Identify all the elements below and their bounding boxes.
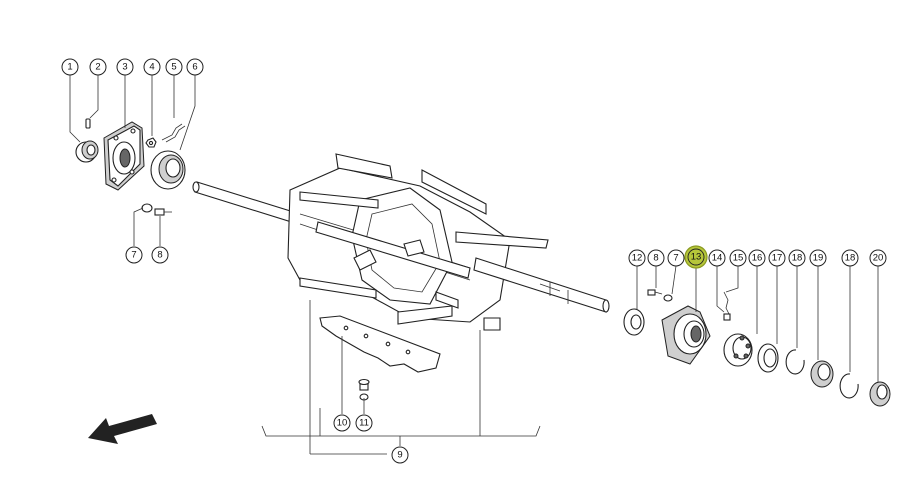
callout-11: 11 xyxy=(355,414,373,432)
callout-10: 10 xyxy=(333,414,351,432)
rotor-assembly xyxy=(192,153,610,331)
svg-text:7: 7 xyxy=(673,253,678,264)
part-7-washer xyxy=(141,203,153,213)
part-16-ball-bearing xyxy=(723,333,753,367)
part-18-circlip-b xyxy=(839,373,859,399)
part-8-bolt xyxy=(154,208,172,216)
svg-text:15: 15 xyxy=(733,253,744,264)
callout-9: 9 xyxy=(391,446,409,464)
part-13-bearing-housing xyxy=(661,305,711,365)
svg-text:2: 2 xyxy=(95,62,100,73)
svg-text:3: 3 xyxy=(122,62,127,73)
shaft-left xyxy=(194,181,301,225)
callout-17: 17 xyxy=(768,249,786,267)
paddle-blades xyxy=(299,153,549,331)
callout-8-left: 8 xyxy=(151,246,169,264)
callout-13-highlighted[interactable]: 13 xyxy=(684,245,708,269)
svg-text:11: 11 xyxy=(359,418,369,429)
svg-text:17: 17 xyxy=(772,253,783,264)
part-8-bolt-right xyxy=(647,289,663,296)
part-19-spacer-ring xyxy=(810,360,834,388)
callout-4: 4 xyxy=(143,58,161,76)
svg-text:8: 8 xyxy=(653,253,658,264)
callout-14: 14 xyxy=(708,249,726,267)
svg-text:4: 4 xyxy=(149,62,154,73)
direction-arrow-icon xyxy=(88,414,157,444)
callout-1: 1 xyxy=(61,58,79,76)
part-7-washer-right xyxy=(663,294,673,302)
part-4-nut xyxy=(145,137,157,148)
part-15-grease-fitting xyxy=(723,291,731,317)
svg-text:13: 13 xyxy=(691,252,702,263)
left-bearing-assembly xyxy=(75,118,186,216)
leader-lines xyxy=(69,75,879,455)
svg-text:18: 18 xyxy=(792,253,803,264)
svg-text:8: 8 xyxy=(157,250,162,261)
part-3-flange-plate xyxy=(103,121,145,191)
callout-16: 16 xyxy=(748,249,766,267)
part-10-knife-strip xyxy=(319,315,441,373)
callout-18-b: 18 xyxy=(841,249,859,267)
callout-20: 20 xyxy=(869,249,887,267)
svg-text:16: 16 xyxy=(752,253,763,264)
svg-text:12: 12 xyxy=(632,253,643,264)
svg-text:18: 18 xyxy=(845,253,856,264)
part-2-key xyxy=(85,118,91,129)
part-1-bearing-ring xyxy=(75,140,99,163)
part-5-grease-fitting xyxy=(161,123,186,143)
callout-7-left: 7 xyxy=(125,246,143,264)
callout-15: 15 xyxy=(729,249,747,267)
callout-5: 5 xyxy=(165,58,183,76)
svg-text:19: 19 xyxy=(813,253,824,264)
callout-2: 2 xyxy=(89,58,107,76)
callout-7-right: 7 xyxy=(667,249,685,267)
part-12-seal xyxy=(623,308,645,336)
svg-text:6: 6 xyxy=(192,62,197,73)
svg-text:20: 20 xyxy=(873,253,884,264)
rotor-hub xyxy=(351,187,453,305)
callout-12: 12 xyxy=(628,249,646,267)
part-20-end-bushing xyxy=(869,381,891,407)
callout-8-right: 8 xyxy=(647,249,665,267)
svg-text:9: 9 xyxy=(397,450,402,461)
right-bearing-assembly xyxy=(623,289,891,407)
callout-19: 19 xyxy=(809,249,827,267)
part-18-circlip xyxy=(785,349,805,375)
part-6-seal-ring xyxy=(150,150,186,190)
part-11-screw xyxy=(358,378,370,401)
callout-18-a: 18 xyxy=(788,249,806,267)
svg-text:7: 7 xyxy=(131,250,136,261)
svg-text:5: 5 xyxy=(171,62,176,73)
svg-text:1: 1 xyxy=(67,62,72,73)
callout-3: 3 xyxy=(116,58,134,76)
svg-text:14: 14 xyxy=(712,253,723,264)
callout-6: 6 xyxy=(186,58,204,76)
svg-text:10: 10 xyxy=(337,418,348,429)
